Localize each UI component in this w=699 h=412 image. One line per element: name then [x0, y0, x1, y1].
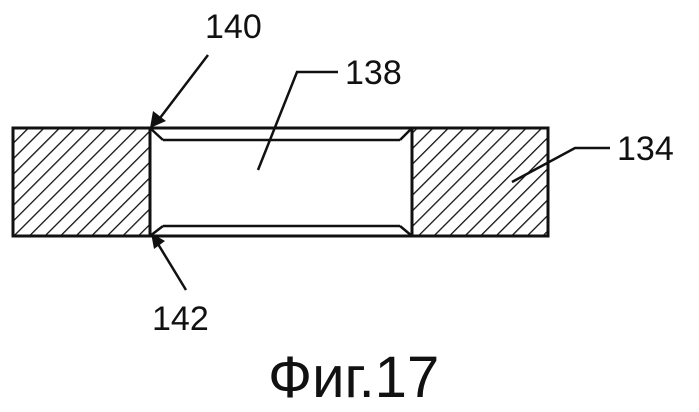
label-134: 134 — [617, 130, 674, 168]
hatched-wall-right — [412, 128, 548, 236]
leader-142 — [151, 233, 186, 290]
label-140: 140 — [205, 8, 262, 46]
hatched-wall-left — [13, 128, 150, 236]
label-142: 142 — [152, 300, 209, 338]
opening-138 — [150, 128, 412, 236]
figure-caption: Фиг.17 — [268, 345, 439, 410]
leader-140 — [150, 55, 208, 128]
label-138: 138 — [345, 54, 402, 92]
